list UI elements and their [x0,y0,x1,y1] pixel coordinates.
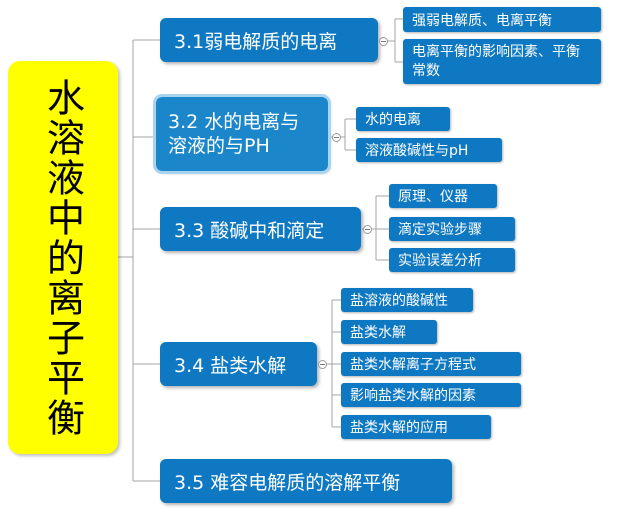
collapse-toggle-icon[interactable] [318,360,327,369]
collapse-toggle-icon[interactable] [332,133,341,142]
topic-weak-electrolyte-ionization[interactable]: 3.1弱电解质的电离 [160,18,378,62]
subtopic-salt-hydrolysis[interactable]: 盐类水解 [341,320,437,344]
subtopic-label: 实验误差分析 [398,253,482,269]
subtopic-error-analysis[interactable]: 实验误差分析 [389,248,515,272]
topic-acid-base-titration[interactable]: 3.3 酸碱中和滴定 [160,207,361,251]
root-topic[interactable]: 水溶液中的离子平衡 [8,61,118,454]
subtopic-strong-weak-electrolyte[interactable]: 强弱电解质、电离平衡 [403,7,601,32]
subtopic-label: 盐类水解离子方程式 [350,357,476,373]
topic-label: 3.5 难容电解质的溶解平衡 [174,471,401,494]
subtopic-label: 滴定实验步骤 [398,222,482,238]
topic-label: 3.4 盐类水解 [174,354,287,377]
subtopic-water-ionization[interactable]: 水的电离 [356,107,450,131]
subtopic-hydrolysis-factors[interactable]: 影响盐类水解的因素 [341,383,521,407]
subtopic-label: 溶液酸碱性与pH [365,143,469,159]
subtopic-ionization-factors[interactable]: 电离平衡的影响因素、平衡常数 [403,39,601,84]
subtopic-principle-instruments[interactable]: 原理、仪器 [389,184,497,208]
subtopic-label: 盐类水解 [350,325,406,341]
subtopic-label: 影响盐类水解的因素 [350,388,476,404]
topic-water-ionization-ph[interactable]: 3.2 水的电离与溶液的与PH [153,94,331,174]
subtopic-label: 盐类水解的应用 [350,420,448,436]
subtopic-label: 电离平衡的影响因素、平衡常数 [412,43,580,79]
collapse-toggle-icon[interactable] [363,225,372,234]
root-topic-label: 水溶液中的离子平衡 [40,77,85,438]
topic-salt-hydrolysis[interactable]: 3.4 盐类水解 [160,342,317,386]
topic-label: 3.1弱电解质的电离 [174,30,338,53]
subtopic-hydrolysis-applications[interactable]: 盐类水解的应用 [341,415,491,439]
subtopic-salt-solution-acidity[interactable]: 盐溶液的酸碱性 [341,288,473,312]
subtopic-label: 水的电离 [365,112,421,128]
topic-label: 3.3 酸碱中和滴定 [174,219,325,242]
subtopic-label: 原理、仪器 [398,189,468,205]
topic-label: 3.2 水的电离与溶液的与PH [168,111,300,157]
subtopic-label: 强弱电解质、电离平衡 [412,12,552,29]
subtopic-solution-acidity-ph[interactable]: 溶液酸碱性与pH [356,138,502,162]
subtopic-label: 盐溶液的酸碱性 [350,293,448,309]
subtopic-hydrolysis-ionic-equation[interactable]: 盐类水解离子方程式 [341,352,521,376]
topic-dissolution-equilibrium[interactable]: 3.5 难容电解质的溶解平衡 [160,459,452,503]
subtopic-titration-steps[interactable]: 滴定实验步骤 [389,217,515,241]
collapse-toggle-icon[interactable] [379,37,388,46]
